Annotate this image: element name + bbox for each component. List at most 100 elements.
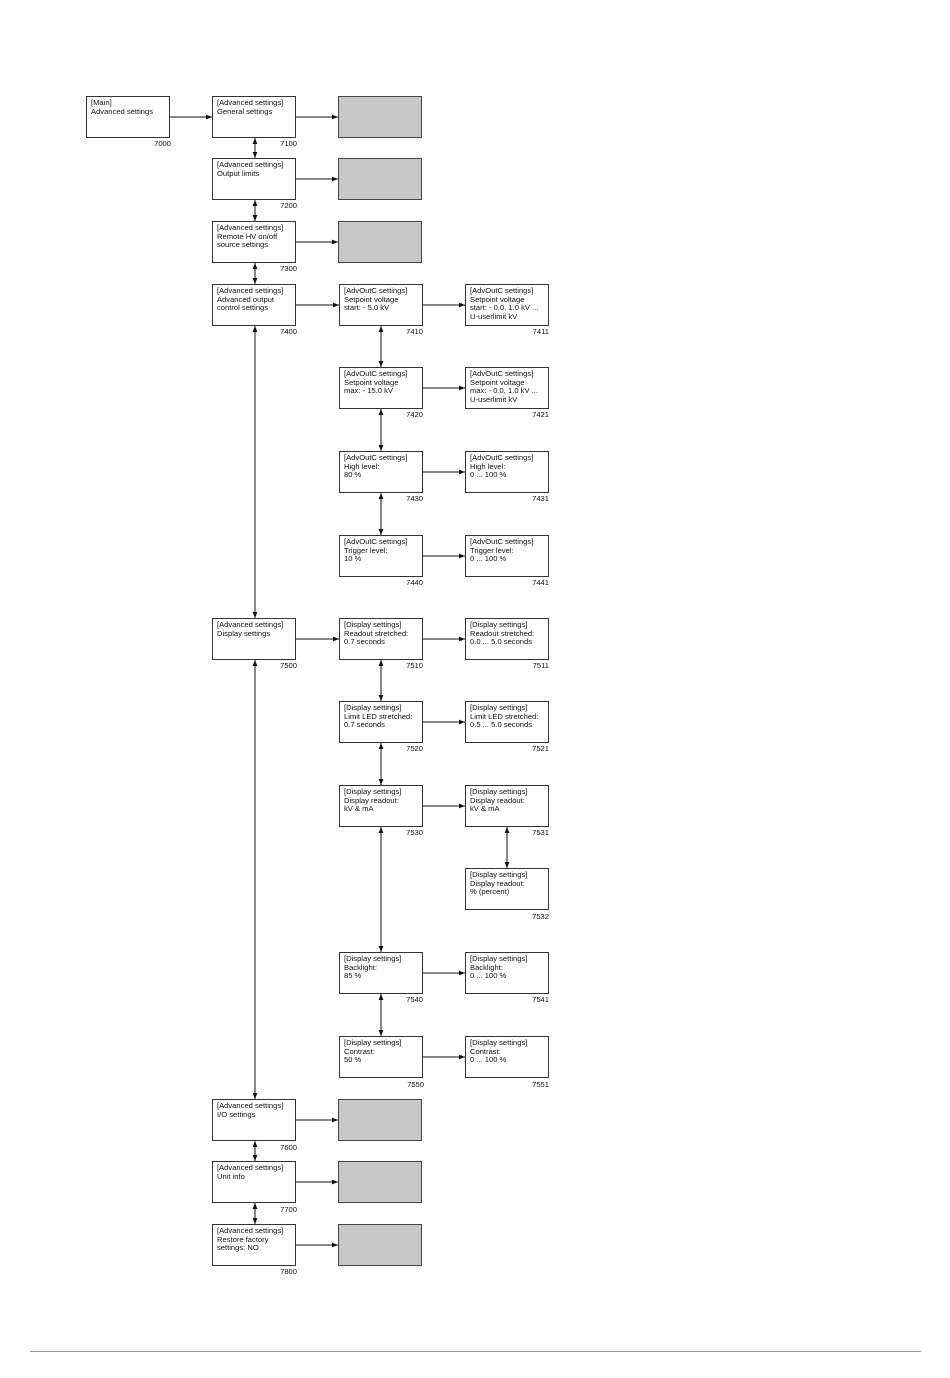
node-7441: [AdvOutC settings]Trigger level:0 ... 10… <box>465 535 549 577</box>
code-7541: 7541 <box>532 995 549 1004</box>
code-7520: 7520 <box>406 744 423 753</box>
node-7540: [Display settings]Backlight:85 % <box>339 952 423 994</box>
code-7800: 7800 <box>280 1267 297 1276</box>
node-line: General settings <box>217 107 273 116</box>
node-7100: [Advanced settings]General settings <box>212 96 296 138</box>
node-line: 0 ... 100 % <box>470 471 507 480</box>
code-7100: 7100 <box>280 139 297 148</box>
code-7421: 7421 <box>532 410 549 419</box>
node-line: start: - 0.0, 1.0 kV ... <box>470 304 539 313</box>
node-7550: [Display settings]Contrast:50 % <box>339 1036 423 1078</box>
node-7500: [Advanced settings]Display settings <box>212 618 296 660</box>
node-line: source settings <box>217 241 269 250</box>
node-7541: [Display settings]Backlight:0 ... 100 % <box>465 952 549 994</box>
placeholder-box-7100 <box>338 96 422 138</box>
placeholder-box-7600 <box>338 1099 422 1141</box>
node-line: Restore factory <box>217 1235 269 1244</box>
node-line: 0.7 seconds <box>344 638 385 647</box>
node-line: 0.7 seconds <box>344 721 385 730</box>
node-line: Trigger level: <box>470 546 514 555</box>
node-line: 80 % <box>344 471 362 480</box>
node-line: max: - 0.0, 1.0 kV ... <box>470 387 538 396</box>
node-line: [AdvOutC settings] <box>344 454 408 462</box>
node-line: Limit LED stretched: <box>344 712 413 721</box>
node-7700: [Advanced settings]Unit info <box>212 1161 296 1203</box>
node-line: Display readout: <box>344 796 399 805</box>
code-7430: 7430 <box>406 494 423 503</box>
node-line: [Advanced settings] <box>217 161 284 169</box>
node-line: [Display settings] <box>344 704 402 712</box>
node-line: [Display settings] <box>344 621 402 629</box>
node-line: max: - 15.0 kV <box>344 387 393 396</box>
placeholder-box-7200 <box>338 158 422 200</box>
code-7551: 7551 <box>532 1080 549 1089</box>
node-line: [AdvOutC settings] <box>344 538 408 546</box>
code-7530: 7530 <box>406 828 423 837</box>
node-line: Limit LED stretched: <box>470 712 539 721</box>
node-line: kV & mA <box>470 805 500 814</box>
node-line: kV & mA <box>344 805 374 814</box>
node-line: High level: <box>470 462 506 471</box>
node-line: U-userlimit kV <box>470 312 518 321</box>
code-7420: 7420 <box>406 410 423 419</box>
node-line: 0 ... 100 % <box>470 555 507 564</box>
node-line: control settings <box>217 304 269 313</box>
node-line: Readout stretched: <box>470 629 535 638</box>
node-line: Advanced output <box>217 295 274 304</box>
node-7440: [AdvOutC settings]Trigger level:10 % <box>339 535 423 577</box>
node-line: 10 % <box>344 555 362 564</box>
node-7000: [Main]Advanced settings <box>86 96 170 138</box>
placeholder-box-7300 <box>338 221 422 263</box>
node-line: Display settings <box>217 629 271 638</box>
node-line: [AdvOutC settings] <box>470 538 534 546</box>
node-7530: [Display settings]Display readout:kV & m… <box>339 785 423 827</box>
node-line: Advanced settings <box>91 107 154 116</box>
node-line: Contrast: <box>344 1047 375 1056</box>
node-line: Setpoint voltage <box>470 378 525 387</box>
code-7500: 7500 <box>280 661 297 670</box>
placeholder-box-7700 <box>338 1161 422 1203</box>
code-7441: 7441 <box>532 578 549 587</box>
code-7600: 7600 <box>280 1143 297 1152</box>
node-line: settings: NO <box>217 1244 259 1253</box>
node-line: [AdvOutC settings] <box>470 287 534 295</box>
node-line: [Main] <box>91 99 112 107</box>
node-line: 0 ... 100 % <box>470 972 507 981</box>
node-line: [Display settings] <box>344 788 402 796</box>
node-line: [Display settings] <box>344 1039 402 1047</box>
node-line: U-userlimit kV <box>470 395 518 404</box>
node-line: % (percent) <box>470 888 510 897</box>
node-line: Setpoint voltage <box>344 378 399 387</box>
node-line: 50 % <box>344 1056 362 1065</box>
node-line: 85 % <box>344 972 362 981</box>
node-line: [AdvOutC settings] <box>470 454 534 462</box>
node-7531: [Display settings]Display readout:kV & m… <box>465 785 549 827</box>
node-line: Display readout: <box>470 879 525 888</box>
node-line: [Display settings] <box>344 955 402 963</box>
node-7431: [AdvOutC settings]High level:0 ... 100 % <box>465 451 549 493</box>
node-7551: [Display settings]Contrast:0 ... 100 % <box>465 1036 549 1078</box>
node-line: [Advanced settings] <box>217 1164 284 1172</box>
node-7532: [Display settings]Display readout:% (per… <box>465 868 549 910</box>
node-line: Contrast: <box>470 1047 501 1056</box>
node-line: [Advanced settings] <box>217 99 284 107</box>
node-7511: [Display settings]Readout stretched:0.0 … <box>465 618 549 660</box>
node-line: Trigger level: <box>344 546 388 555</box>
node-line: Setpoint voltage <box>470 295 525 304</box>
node-line: 0.0 ... 5.0 seconds <box>470 638 533 647</box>
placeholder-box-7800 <box>338 1224 422 1266</box>
code-7540: 7540 <box>406 995 423 1004</box>
node-line: High level: <box>344 462 380 471</box>
node-line: [Advanced settings] <box>217 224 284 232</box>
node-7200: [Advanced settings]Output limits <box>212 158 296 200</box>
code-7000: 7000 <box>154 139 171 148</box>
node-line: [Display settings] <box>470 1039 528 1047</box>
code-7440: 7440 <box>406 578 423 587</box>
code-7700: 7700 <box>280 1205 297 1214</box>
